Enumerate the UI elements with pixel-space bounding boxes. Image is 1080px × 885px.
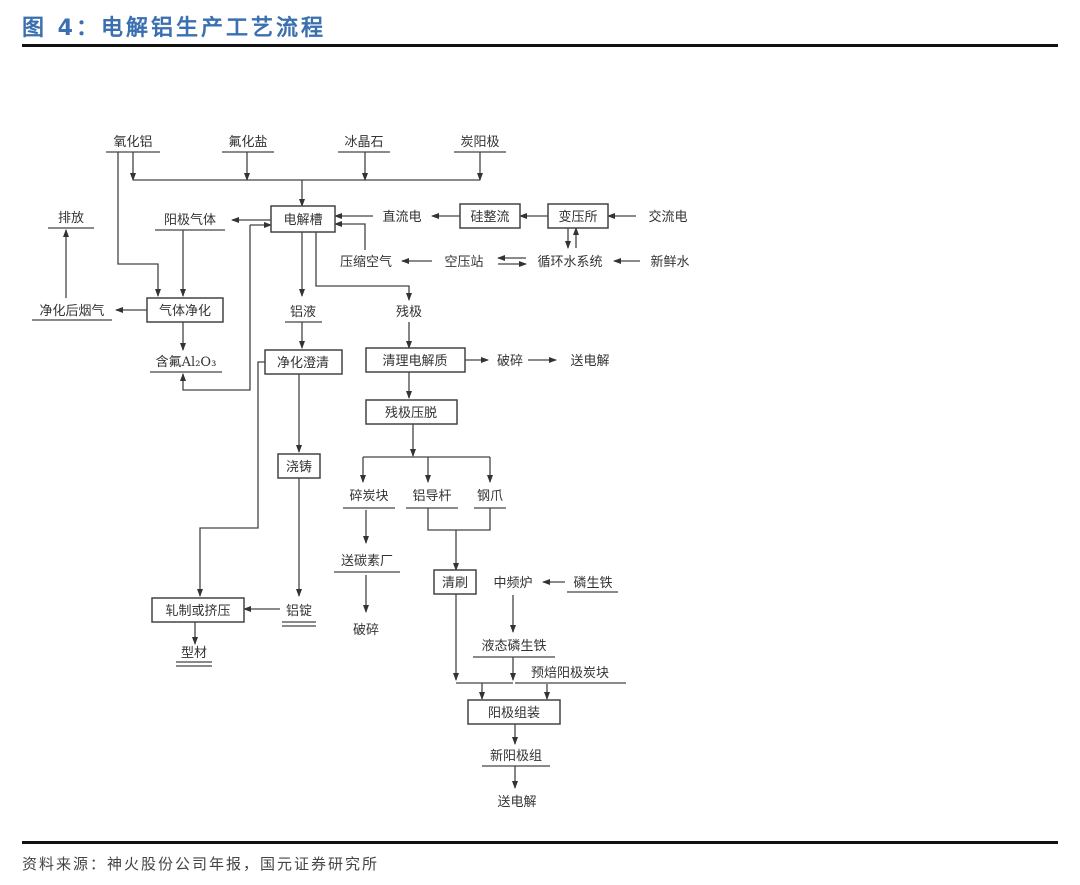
box-butt-press — [365, 399, 458, 425]
node-clean-electrolyte: 清理电解质 — [382, 354, 447, 369]
box-rectifier — [459, 203, 521, 229]
node-substation: 变压所 — [558, 209, 597, 225]
node-butt-press: 残极压脱 — [385, 406, 437, 421]
node-dc-power: 直流电 — [382, 210, 421, 225]
node-send-cell-2: 送电解 — [497, 795, 536, 810]
box-clarify — [264, 349, 343, 375]
box-clean-electrolyte — [365, 347, 466, 373]
node-casting: 浇铸 — [286, 459, 312, 475]
node-prebaked-block: 预焙阳极炭块 — [531, 666, 609, 681]
box-rolling — [151, 597, 245, 623]
node-to-carbon-plant: 送碳素厂 — [341, 554, 393, 569]
box-casting — [277, 453, 321, 479]
box-assembly — [467, 699, 561, 725]
node-send-cell-1: 送电解 — [570, 354, 609, 369]
node-labels: 氧化铝 氟化盐 冰晶石 炭阳极 排放 阳极气体 电解槽 直流电 硅整流 变压所 … — [39, 135, 689, 810]
box-cell — [270, 205, 336, 233]
node-ingot: 铝锭 — [286, 604, 312, 619]
node-new-anode: 新阳极组 — [490, 748, 542, 764]
source-note: 资料来源：神火股份公司年报，国元证券研究所 — [22, 855, 380, 873]
node-assembly: 阳极组装 — [488, 706, 540, 721]
node-liquid-iron: 液态磷生铁 — [481, 639, 546, 654]
node-crush-2: 破碎 — [353, 623, 379, 638]
figure-title: 图 4：电解铝生产工艺流程 — [22, 16, 326, 41]
node-compressed-air: 压缩空气 — [340, 254, 392, 270]
node-carbon-anode: 炭阳极 — [460, 135, 499, 150]
box-brushing — [433, 569, 477, 595]
connectors — [63, 152, 640, 789]
box-substation — [547, 203, 609, 229]
node-fluor-alumina: 含氟Al₂O₃ — [156, 354, 217, 370]
node-rectifier: 硅整流 — [470, 210, 509, 225]
node-mf-furnace: 中频炉 — [493, 576, 532, 591]
top-divider — [22, 44, 1058, 47]
node-alumina: 氧化铝 — [113, 135, 152, 150]
node-brushing: 清刷 — [442, 576, 468, 591]
bottom-divider — [22, 841, 1058, 844]
process-boxes — [146, 203, 609, 725]
node-air-station: 空压站 — [444, 255, 483, 270]
node-cell: 电解槽 — [283, 213, 322, 228]
node-clarify: 净化澄清 — [277, 356, 329, 371]
node-profile: 型材 — [181, 646, 207, 661]
node-ac-power: 交流电 — [648, 209, 687, 225]
box-gas-purify — [146, 297, 224, 323]
node-phos-iron: 磷生铁 — [573, 576, 612, 591]
node-anode-gas: 阳极气体 — [164, 212, 216, 228]
node-water-system: 循环水系统 — [537, 255, 602, 270]
node-cryolite: 冰晶石 — [344, 135, 383, 150]
node-crush-1: 破碎 — [497, 354, 523, 369]
node-fresh-water: 新鲜水 — [650, 254, 689, 270]
underlines — [32, 151, 626, 767]
node-emission: 排放 — [58, 211, 84, 226]
node-rolling: 轧制或挤压 — [165, 604, 230, 619]
node-molten-al: 铝液 — [290, 305, 316, 320]
node-carbon-pieces: 碎炭块 — [349, 489, 388, 504]
node-purified-gas: 净化后烟气 — [39, 303, 104, 319]
node-fluoride-salt: 氟化盐 — [228, 135, 267, 150]
node-al-rod: 铝导杆 — [412, 489, 451, 504]
node-gas-purify: 气体净化 — [159, 303, 211, 319]
node-steel-claw: 钢爪 — [477, 489, 503, 504]
node-anode-butt: 残极 — [396, 305, 422, 320]
